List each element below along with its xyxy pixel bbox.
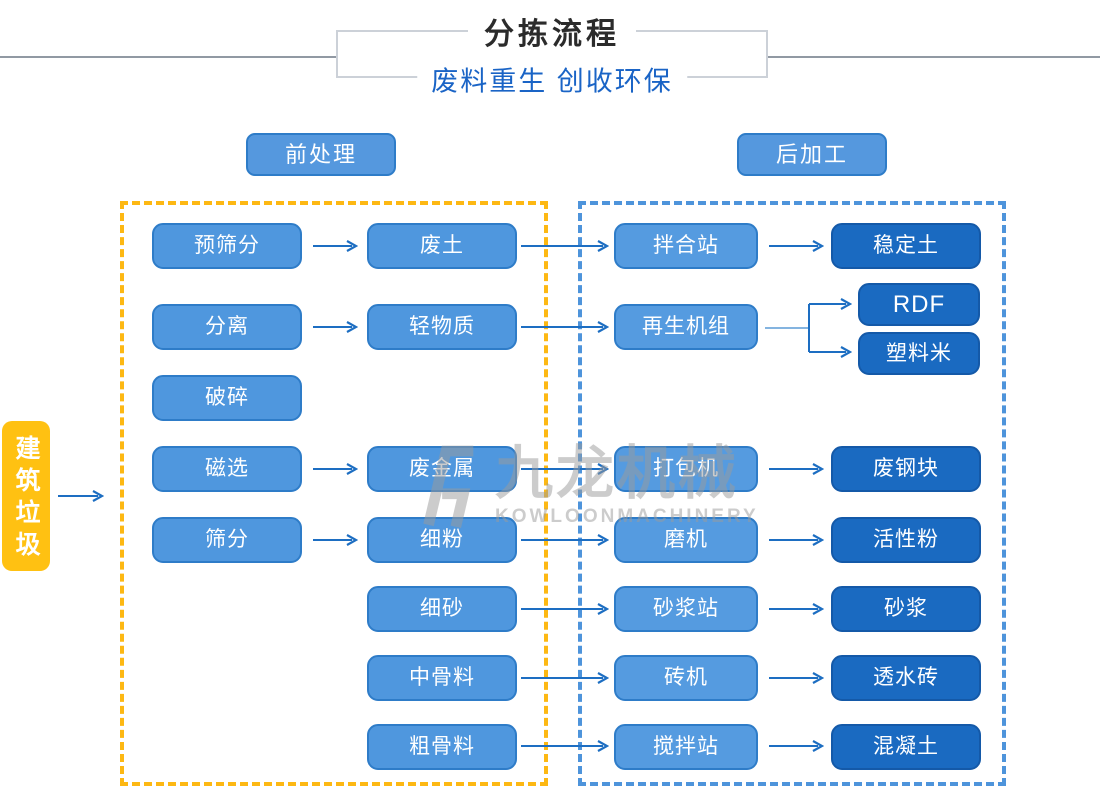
node-baler: 打包机 (614, 446, 758, 492)
node-medium-aggregate: 中骨料 (367, 655, 517, 701)
header-rule-left (0, 56, 336, 58)
node-crushing: 破碎 (152, 375, 302, 421)
node-coarse-aggregate: 粗骨料 (367, 724, 517, 770)
node-light-material: 轻物质 (367, 304, 517, 350)
node-mortar: 砂浆 (831, 586, 981, 632)
node-pre-screening: 预筛分 (152, 223, 302, 269)
node-fine-sand: 细砂 (367, 586, 517, 632)
node-active-powder: 活性粉 (831, 517, 981, 563)
node-regeneration-unit: 再生机组 (614, 304, 758, 350)
node-screening: 筛分 (152, 517, 302, 563)
node-fine-powder: 细粉 (367, 517, 517, 563)
section-label-preprocessing: 前处理 (246, 133, 396, 176)
node-brick-machine: 砖机 (614, 655, 758, 701)
header-rule-right (768, 56, 1100, 58)
postprocessing-group-frame (578, 201, 1006, 786)
node-concrete: 混凝土 (831, 724, 981, 770)
node-magnetic-separation: 磁选 (152, 446, 302, 492)
page-subtitle: 废料重生 创收环保 (417, 59, 687, 99)
node-permeable-brick: 透水砖 (831, 655, 981, 701)
node-plastic-pellets: 塑料米 (858, 332, 980, 375)
page-title: 分拣流程 (468, 9, 636, 53)
node-mill: 磨机 (614, 517, 758, 563)
node-mortar-plant: 砂浆站 (614, 586, 758, 632)
node-separation: 分离 (152, 304, 302, 350)
node-waste-soil: 废土 (367, 223, 517, 269)
node-construction-waste: 建筑垃圾 (2, 421, 50, 571)
section-label-postprocessing: 后加工 (737, 133, 887, 176)
node-mixing-plant: 拌合站 (614, 223, 758, 269)
preprocessing-group-frame (120, 201, 548, 786)
node-scrap-metal: 废金属 (367, 446, 517, 492)
node-scrap-steel-block: 废钢块 (831, 446, 981, 492)
node-rdf: RDF (858, 283, 980, 326)
node-stabilized-soil: 稳定土 (831, 223, 981, 269)
node-concrete-mixing-station: 搅拌站 (614, 724, 758, 770)
